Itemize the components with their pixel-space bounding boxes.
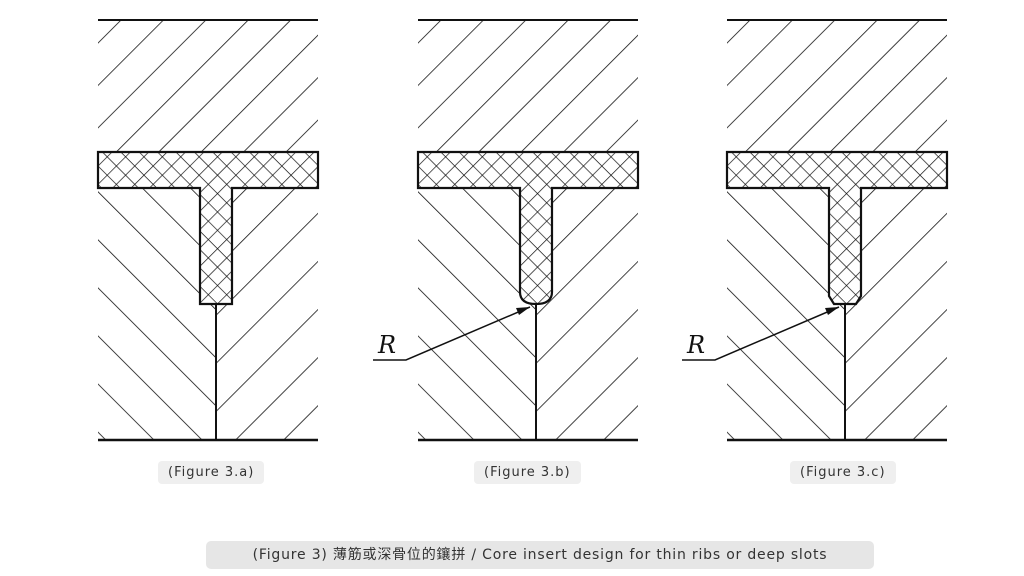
cavity-plate <box>418 20 638 152</box>
figure-b: R <box>373 19 640 442</box>
arrowhead-icon <box>825 307 839 315</box>
figure-c-label: (Figure 3.c) <box>790 461 896 484</box>
cavity-plate <box>727 20 947 152</box>
leader-line <box>373 306 531 361</box>
core-insert-left <box>418 188 536 440</box>
plastic-part-rib <box>96 150 320 306</box>
plastic-part-rib <box>725 150 949 306</box>
core-insert-right <box>216 188 318 440</box>
core-insert-right <box>536 188 638 440</box>
radius-annotation: R <box>377 331 396 359</box>
core-insert-left <box>98 188 216 440</box>
figure-c: R <box>682 19 949 442</box>
figure-b-label: (Figure 3.b) <box>474 461 581 484</box>
core-insert-left <box>727 188 845 440</box>
radius-annotation: R <box>686 331 705 359</box>
figure-caption: (Figure 3) 薄筋或深骨位的鑲拼 / Core insert desig… <box>206 541 874 569</box>
arrowhead-icon <box>516 307 530 315</box>
core-insert-right <box>845 188 947 440</box>
figure-a-label: (Figure 3.a) <box>158 461 265 484</box>
cavity-plate <box>98 20 318 152</box>
figure-a <box>96 19 320 442</box>
leader-line <box>682 306 840 361</box>
